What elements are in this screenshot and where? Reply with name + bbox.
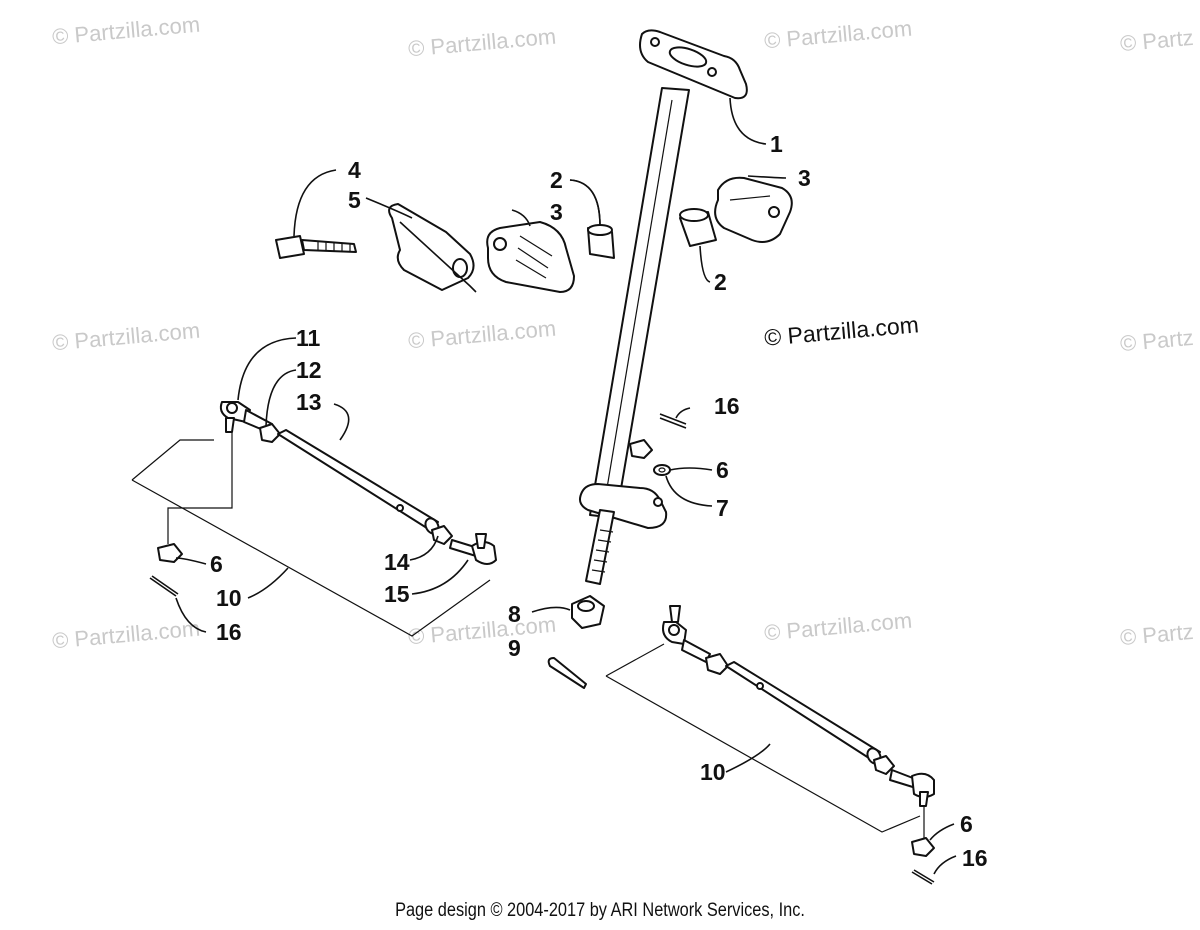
- callout-11: 11: [296, 325, 321, 351]
- callout-16: 16: [216, 619, 242, 645]
- bolt-part[interactable]: [275, 235, 357, 259]
- callout-3: 3: [798, 165, 811, 191]
- callout-15: 15: [384, 581, 410, 607]
- callout-4: 4: [348, 157, 361, 183]
- callout-2: 2: [714, 269, 727, 295]
- callout-7: 7: [716, 495, 729, 521]
- castle-nut-part[interactable]: [629, 439, 653, 459]
- callout-5: 5: [348, 187, 361, 213]
- callout-13: 13: [296, 389, 322, 415]
- clamp-half-part[interactable]: [486, 221, 575, 293]
- callout-3: 3: [550, 199, 563, 225]
- clamp-half-part[interactable]: [714, 176, 793, 243]
- callout-6: 6: [716, 457, 729, 483]
- callout-1: 1: [770, 131, 783, 157]
- castle-nut-part[interactable]: [571, 595, 605, 629]
- callout-6: 6: [210, 551, 223, 577]
- callout-14: 14: [384, 549, 410, 575]
- cotter-pin-part[interactable]: [547, 657, 587, 689]
- callout-10: 10: [216, 585, 242, 611]
- callout-12: 12: [296, 357, 322, 383]
- callout-8: 8: [508, 601, 521, 627]
- leader-lines: [175, 97, 957, 875]
- callout-2: 2: [550, 167, 563, 193]
- callout-16: 16: [714, 393, 740, 419]
- cotter-pin-part[interactable]: [659, 413, 687, 429]
- tie-rod-left-part[interactable]: [131, 401, 497, 637]
- bracket-part[interactable]: [388, 203, 477, 293]
- callout-labels: 1 2 2 3 3 4 5 6 6 6 7 8 9 10 10 11 12 13…: [210, 131, 988, 871]
- callout-16: 16: [962, 845, 988, 871]
- callout-10: 10: [700, 759, 726, 785]
- steering-post-part[interactable]: [579, 29, 748, 585]
- callout-9: 9: [508, 635, 521, 661]
- page-footer: Page design © 2004-2017 by ARI Network S…: [395, 900, 805, 921]
- bushing-part[interactable]: [587, 224, 615, 259]
- callout-6: 6: [960, 811, 973, 837]
- bushing-part[interactable]: [679, 208, 717, 247]
- washer-part[interactable]: [653, 464, 671, 476]
- tie-rod-right-part[interactable]: [605, 605, 935, 885]
